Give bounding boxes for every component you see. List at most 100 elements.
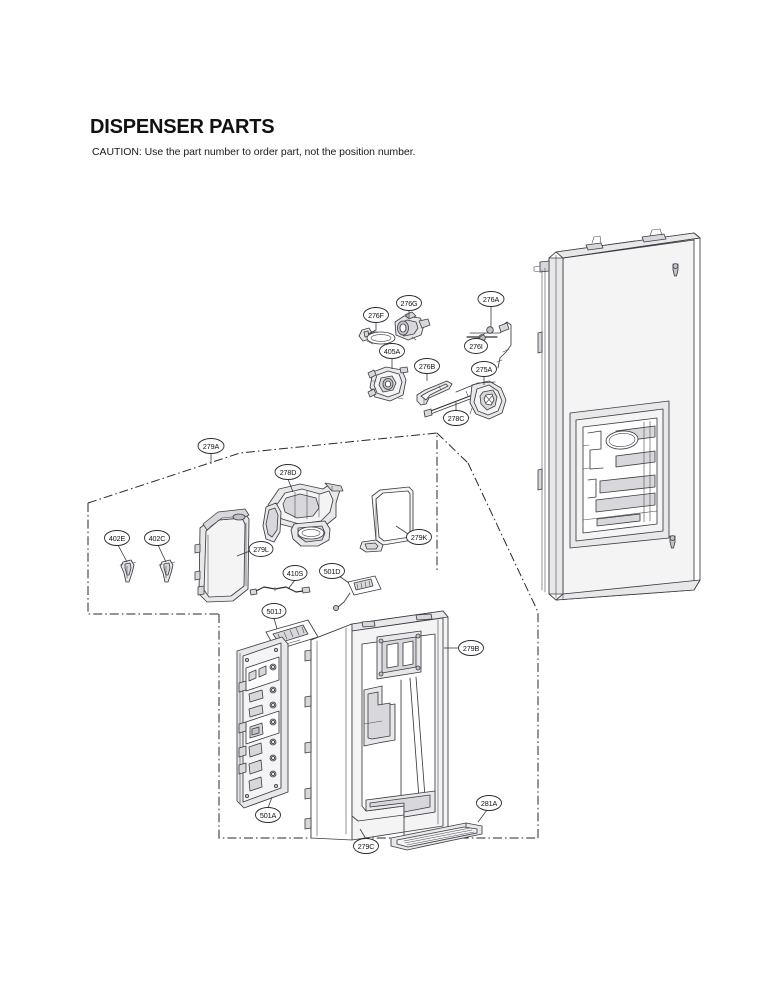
callout-label-279A: 279A — [203, 442, 220, 451]
leader-line-279L — [236, 550, 251, 557]
part-279C-front-cover — [310, 623, 353, 841]
callout-279A: 279A — [197, 438, 225, 464]
callout-balloon-276A — [477, 291, 505, 307]
callout-label-278C: 278C — [448, 414, 465, 423]
callout-label-501A: 501A — [260, 811, 277, 820]
callout-276G: 276G — [396, 295, 422, 318]
callout-label-276B: 276B — [419, 362, 436, 371]
callout-label-501J: 501J — [267, 607, 283, 616]
callout-balloon-501D — [319, 563, 345, 579]
part-279B-dispenser-housing — [304, 610, 449, 841]
part-501A-control-panel — [236, 636, 289, 809]
callout-label-501D: 501D — [324, 567, 341, 576]
part-279K — [359, 486, 414, 553]
leader-line-501A — [267, 796, 273, 809]
callout-label-279K: 279K — [411, 533, 428, 542]
callout-balloon-278C — [443, 410, 469, 426]
callout-balloon-501J — [261, 603, 287, 619]
leader-line-402C — [157, 544, 167, 563]
callout-balloon-278D — [274, 464, 302, 480]
callout-278C: 278C — [443, 402, 469, 426]
callout-402E: 402E — [104, 530, 130, 563]
callout-label-276A: 276A — [483, 295, 500, 304]
callout-501D: 501D — [319, 563, 350, 584]
leader-line-276F — [367, 322, 377, 335]
part-279L — [194, 508, 250, 603]
callout-276A: 276A — [477, 291, 505, 327]
part-276F — [358, 327, 396, 345]
callout-405A: 405A — [379, 343, 405, 369]
callout-label-279L: 279L — [253, 545, 269, 554]
door-panel-assembly — [533, 228, 701, 601]
callout-balloon-501A — [255, 807, 281, 823]
callout-balloon-276G — [396, 295, 422, 311]
callout-balloon-276F — [363, 307, 389, 323]
callout-balloon-410S — [282, 565, 308, 581]
part-405A — [367, 366, 409, 402]
callout-balloon-402C — [144, 530, 170, 546]
callout-label-405A: 405A — [384, 347, 401, 356]
callout-balloon-405A — [379, 343, 405, 359]
callout-balloon-279B — [458, 640, 484, 656]
part-278D — [262, 482, 344, 547]
page-title: DISPENSER PARTS — [90, 116, 275, 138]
callout-279C: 279C — [353, 828, 379, 854]
part-275A — [423, 380, 507, 420]
leader-line-279C — [359, 828, 367, 840]
callout-balloon-402E — [104, 530, 130, 546]
callout-label-410S: 410S — [287, 569, 304, 578]
callout-label-276G: 276G — [401, 299, 419, 308]
leader-line-501J — [273, 617, 278, 630]
part-410S — [249, 586, 311, 596]
callout-balloon-275A — [471, 361, 497, 377]
callout-layer: 276F 276G 276A 276I 405A 276B 275A 278C 279A 278D… — [104, 291, 505, 854]
part-276G — [394, 311, 431, 341]
callout-501J: 501J — [261, 603, 287, 630]
caution-note: CAUTION: Use the part number to order pa… — [92, 146, 416, 158]
callout-279B: 279B — [444, 640, 484, 656]
leader-line-281A — [477, 809, 488, 823]
callout-276I: 276I — [464, 332, 488, 354]
part-402C — [158, 559, 176, 583]
callout-label-279C: 279C — [358, 842, 375, 851]
callout-278D: 278D — [274, 464, 302, 493]
callout-279K: 279K — [395, 525, 432, 545]
leader-line-278D — [287, 478, 294, 493]
callout-balloon-281A — [476, 795, 502, 811]
callout-276B: 276B — [414, 358, 440, 381]
leader-line-279K — [395, 525, 409, 535]
part-281A-drip-tray — [390, 822, 483, 851]
door-screw-boss-top — [672, 263, 679, 277]
part-276A — [466, 321, 512, 369]
callout-label-281A: 281A — [481, 799, 498, 808]
leader-line-410S — [287, 579, 296, 590]
callout-402C: 402C — [144, 530, 170, 563]
callout-balloon-279C — [353, 838, 379, 854]
callout-balloon-279A — [197, 438, 225, 454]
callout-balloon-276I — [464, 338, 488, 354]
callout-501A: 501A — [255, 796, 281, 823]
leader-line-276I — [477, 332, 486, 340]
leader-line-501D — [338, 575, 350, 584]
callout-410S: 410S — [282, 565, 308, 590]
callout-label-402C: 402C — [149, 534, 166, 543]
group-boundary-upper — [87, 432, 469, 615]
part-276B — [416, 380, 453, 406]
callout-276F: 276F — [363, 307, 389, 335]
callout-balloon-276B — [414, 358, 440, 374]
part-402E — [119, 559, 137, 583]
callout-279L: 279L — [236, 541, 274, 557]
callout-balloon-279K — [406, 529, 432, 545]
callout-label-279B: 279B — [463, 644, 480, 653]
callout-label-276I: 276I — [469, 342, 483, 351]
callout-281A: 281A — [476, 795, 502, 823]
part-501D — [332, 575, 382, 612]
leader-line-402E — [117, 544, 128, 563]
dispenser-recess-cavity — [569, 400, 670, 549]
door-screw-boss-bottom — [669, 535, 676, 549]
callout-label-276F: 276F — [368, 311, 385, 320]
callout-label-275A: 275A — [476, 365, 493, 374]
callout-balloon-279L — [248, 541, 274, 557]
